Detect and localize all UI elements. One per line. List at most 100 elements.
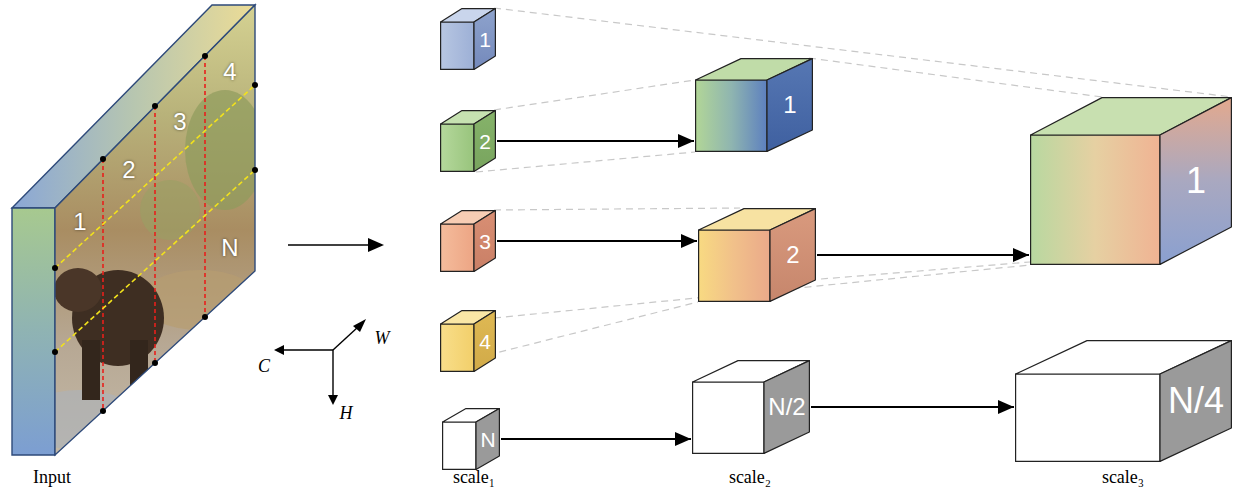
- cube-side-face: [1160, 341, 1231, 462]
- cube-face-label: 1: [767, 58, 813, 152]
- image-frame: [55, 5, 255, 455]
- flow-arrow: [811, 406, 1014, 408]
- projection-line: [809, 58, 1102, 97]
- cube-face-label: N: [476, 408, 500, 470]
- split-point: [52, 265, 58, 271]
- split-point: [100, 408, 106, 414]
- feature-cube: 1: [695, 58, 813, 152]
- patch-number: 2: [122, 158, 135, 182]
- cube-side-face: [476, 409, 499, 470]
- axis-line: [283, 349, 333, 350]
- axis-line: [332, 350, 333, 396]
- rocks: [20, 390, 140, 450]
- patch-split-line: [55, 85, 255, 268]
- split-point: [152, 360, 158, 366]
- cube-shape: [695, 58, 815, 154]
- cube-number: N/2: [768, 395, 805, 419]
- cube-number: 2: [479, 131, 491, 152]
- cube-side-face: [474, 9, 495, 70]
- patch-split-line: [102, 159, 104, 411]
- split-point: [52, 349, 58, 355]
- cube-front-face: [1016, 374, 1160, 461]
- projection-line: [494, 8, 1232, 97]
- axis-head: [328, 395, 338, 405]
- bear-leg: [82, 340, 100, 400]
- cube-face-label: 2: [474, 110, 496, 172]
- axis-label: W: [375, 329, 390, 347]
- photo: [20, 0, 262, 460]
- feature-cube: 1: [440, 8, 496, 70]
- bush: [140, 180, 200, 240]
- patch-split-line: [154, 106, 156, 363]
- cube-front-face: [693, 382, 764, 453]
- cube-front-face: [699, 230, 770, 301]
- split-point: [100, 156, 106, 162]
- feature-cube: N/2: [692, 360, 810, 454]
- cube-number: 1: [1186, 163, 1206, 199]
- feature-cube: 3: [440, 210, 496, 272]
- slab-side: [12, 208, 55, 455]
- split-point: [152, 103, 158, 109]
- patch-number: 3: [173, 110, 186, 134]
- bear-head: [54, 268, 102, 312]
- input-slab: [0, 0, 262, 462]
- projection-line: [476, 302, 698, 358]
- projection-line: [494, 208, 740, 210]
- scale-caption: scale₂: [729, 468, 771, 486]
- cube-number: 1: [479, 29, 491, 50]
- projection-line: [809, 262, 1030, 280]
- cube-front-face: [443, 422, 476, 469]
- cube-side-face: [764, 361, 809, 454]
- main-arrow: [288, 238, 384, 252]
- arrow-head: [368, 238, 384, 252]
- cube-front-face: [441, 224, 474, 271]
- axis-label: C: [258, 357, 270, 375]
- cube-front-face: [441, 324, 474, 371]
- flow-arrow: [497, 240, 697, 242]
- cube-face-label: 1: [1160, 97, 1232, 265]
- cube-side-face: [474, 111, 495, 172]
- axis-label: H: [340, 404, 353, 422]
- cube-side-face: [1160, 98, 1231, 265]
- cube-face-label: 3: [474, 210, 496, 272]
- axis-line: [333, 327, 358, 350]
- cube-front-face: [441, 22, 474, 69]
- cube-number: 2: [786, 243, 799, 267]
- cube-number: 1: [783, 93, 796, 117]
- split-point: [202, 53, 208, 59]
- feature-cube: 4: [440, 310, 496, 372]
- panel-caption: Input: [33, 468, 71, 486]
- cube-face-label: 1: [474, 8, 496, 70]
- feature-cube: 2: [440, 110, 496, 172]
- patch-number: 4: [223, 60, 236, 84]
- patch-split-line: [55, 170, 255, 352]
- patch-split-line: [204, 56, 206, 317]
- cube-face-label: 2: [770, 208, 816, 302]
- feature-cube: 2: [698, 208, 816, 302]
- cube-number: 3: [479, 231, 491, 252]
- cube-side-face: [767, 59, 812, 152]
- bear-leg: [130, 340, 148, 395]
- axes: [274, 319, 366, 405]
- cube-number: 4: [479, 331, 491, 352]
- cube-front-face: [696, 80, 767, 151]
- split-point: [252, 82, 258, 88]
- arrow-shaft: [288, 244, 370, 246]
- input-tensor: 1234N: [0, 0, 262, 462]
- cube-number: N: [480, 429, 495, 450]
- cube-side-face: [474, 311, 495, 372]
- feature-cube: N: [442, 408, 500, 470]
- feature-cube: N/4: [1015, 340, 1232, 462]
- projection-line: [476, 152, 695, 172]
- cube-side-face: [770, 209, 815, 302]
- cube-front-face: [441, 124, 474, 171]
- split-point: [202, 314, 208, 320]
- flow-arrow: [501, 438, 691, 440]
- flow-arrow: [817, 254, 1029, 256]
- projection-line: [494, 80, 695, 110]
- flow-arrow: [497, 140, 694, 142]
- axis-head: [353, 319, 366, 332]
- cube-face-label: N/2: [764, 360, 810, 454]
- cube-shape: [698, 208, 818, 304]
